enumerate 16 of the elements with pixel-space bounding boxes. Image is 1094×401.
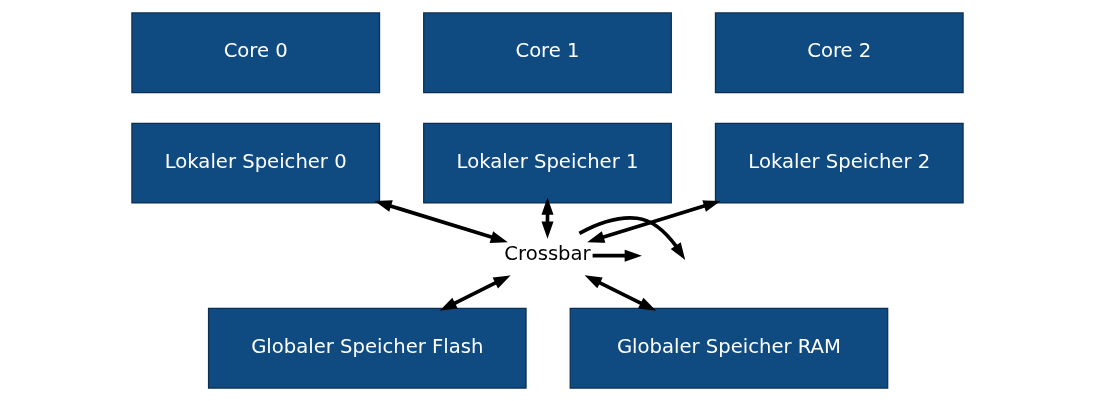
- node-box: Lokaler Speicher 1: [422, 122, 672, 204]
- arrow: [439, 275, 511, 311]
- node-box: Core 2: [714, 12, 964, 94]
- arrow: [584, 275, 656, 311]
- node-box: Lokaler Speicher 2: [714, 122, 964, 204]
- node-box: Globaler Speicher Flash: [207, 307, 527, 389]
- arrow: [578, 216, 685, 260]
- node-box: Globaler Speicher RAM: [569, 307, 888, 389]
- node-text: Crossbar: [503, 242, 591, 266]
- arrow: [592, 249, 642, 262]
- arrow: [586, 200, 721, 243]
- node-box: Lokaler Speicher 0: [130, 122, 380, 204]
- node-box: Core 1: [422, 12, 672, 94]
- arrow: [540, 197, 554, 239]
- arrow: [374, 200, 508, 243]
- node-box: Core 0: [130, 12, 380, 94]
